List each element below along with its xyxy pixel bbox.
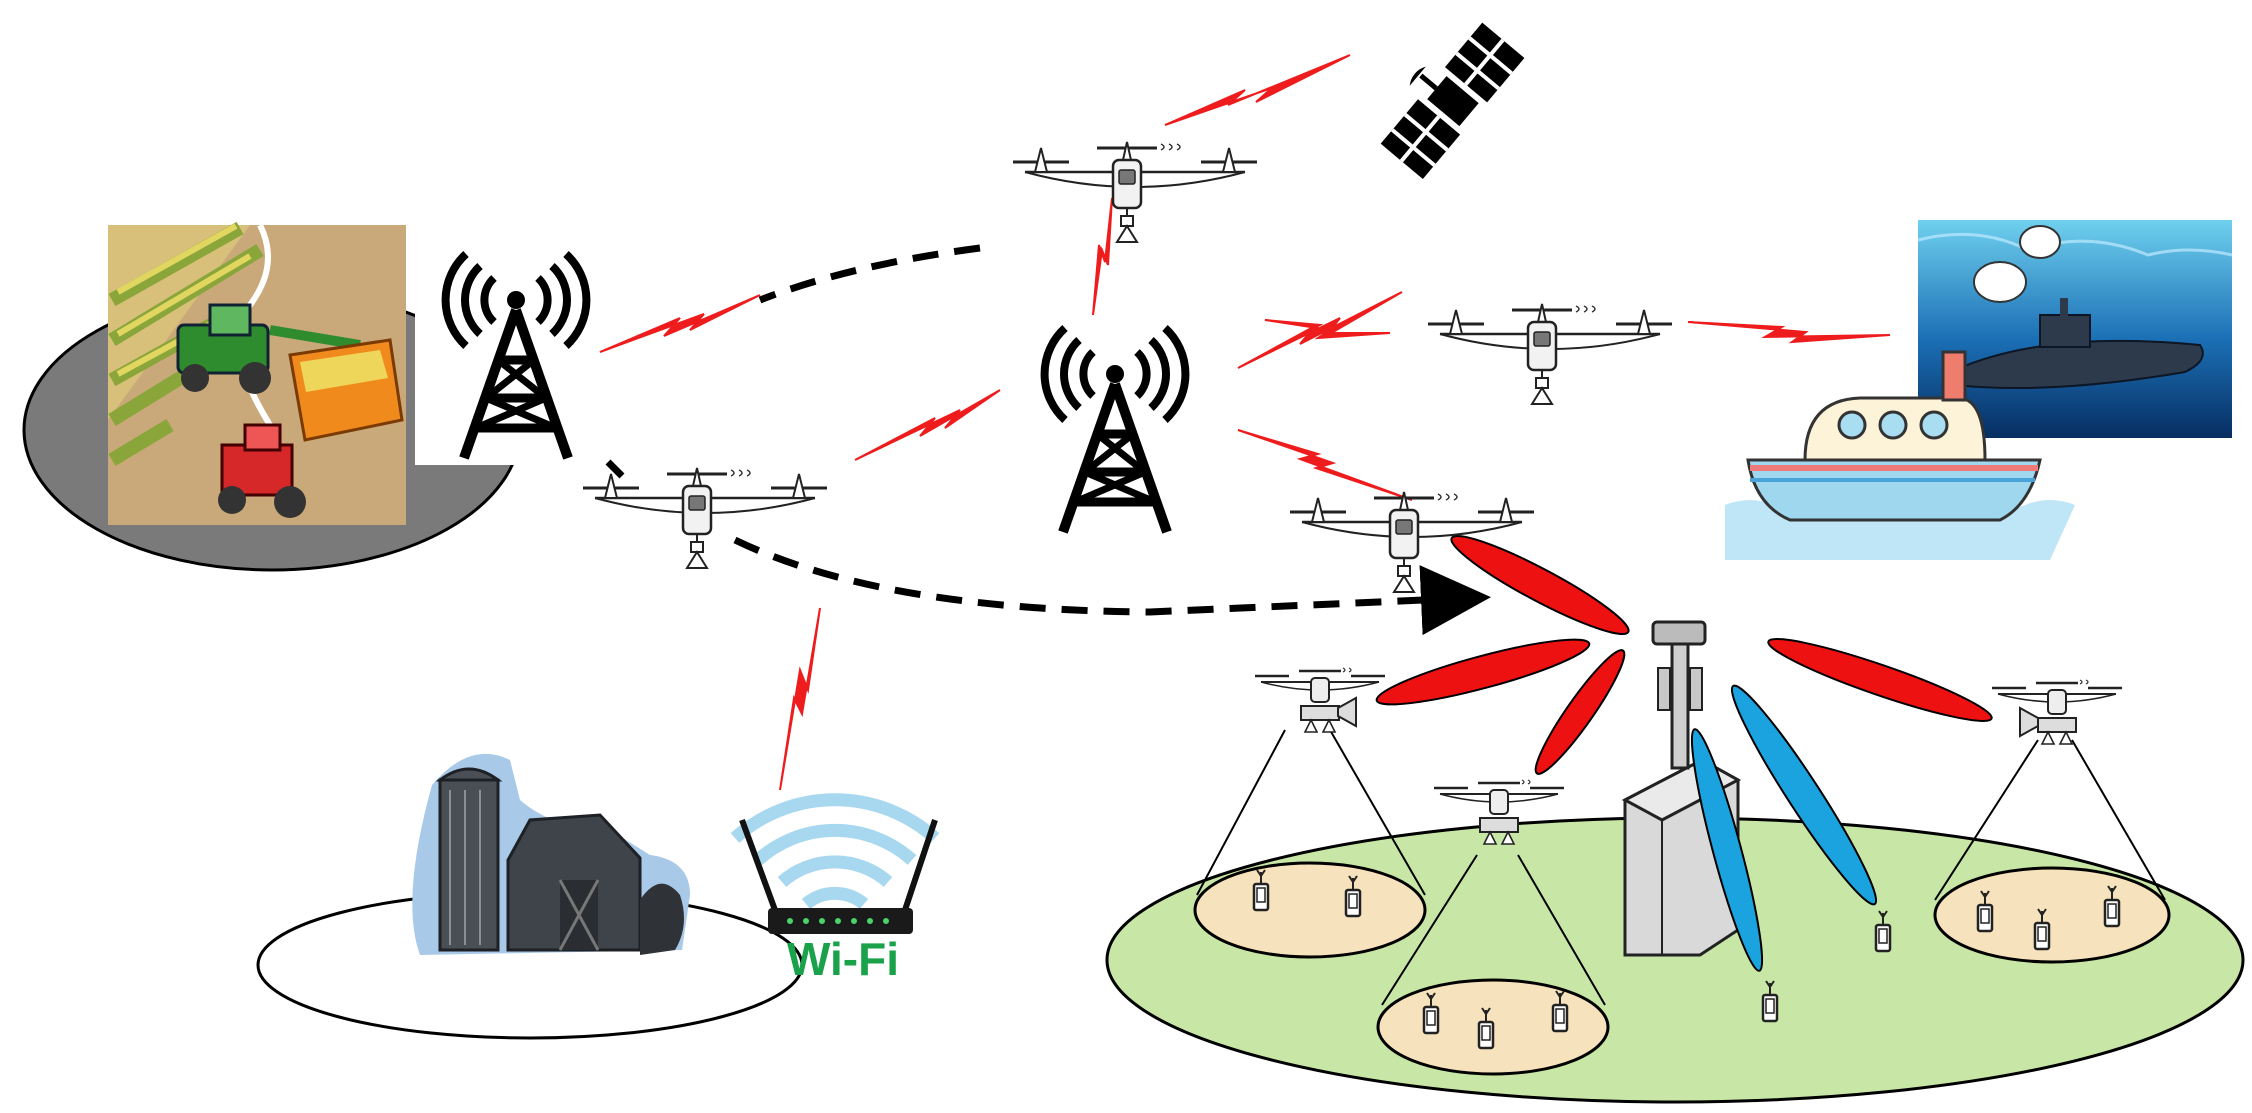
trajectory-arrow — [733, 536, 1491, 636]
wireless-link — [599, 294, 761, 353]
wireless-links — [599, 54, 1891, 791]
quadcopter-icon — [1011, 140, 1259, 244]
farm-harvest-icon — [108, 221, 406, 525]
beamforming-lobes — [1375, 534, 1993, 972]
ship-icon — [1725, 350, 2075, 560]
wireless-link — [1687, 321, 1891, 344]
barn-icon — [412, 753, 690, 955]
wifi-label: Wi-Fi — [787, 933, 899, 985]
wireless-link — [779, 607, 821, 791]
quadcopter-icon — [1253, 666, 1387, 734]
quadcopter-icon — [1990, 678, 2124, 746]
wireless-link — [1164, 54, 1351, 126]
drone-cell-left — [1193, 729, 1427, 959]
beam-blue — [1730, 684, 1878, 906]
beam-red — [1534, 649, 1626, 775]
quadcopter-icon — [581, 466, 829, 570]
wireless-link — [1092, 197, 1113, 316]
satellite-icon — [1380, 22, 1525, 180]
wireless-link — [1264, 319, 1391, 340]
wifi-router-icon — [730, 793, 940, 934]
trajectory-arrow — [758, 244, 981, 304]
beam-red — [1767, 638, 1993, 722]
wireless-link — [854, 389, 1001, 461]
quadcopter-icon — [1426, 302, 1674, 406]
beam-blue — [1690, 728, 1764, 972]
wireless-link — [1237, 429, 1413, 501]
radio-tower-icon — [1045, 328, 1186, 532]
beam-red — [1450, 534, 1630, 636]
beam-red — [1375, 638, 1591, 706]
